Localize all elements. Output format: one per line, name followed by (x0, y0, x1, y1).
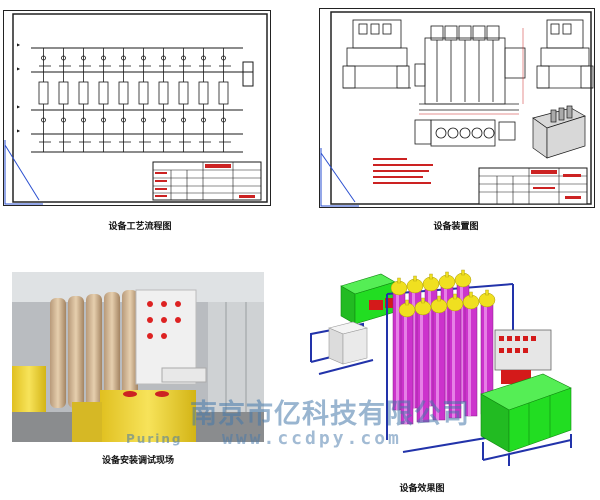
rendering-left-tank (340, 273, 396, 325)
process-flow-title-block (152, 161, 262, 201)
svg-text:▶: ▶ (17, 66, 21, 71)
process-flow-column-unit (218, 48, 231, 152)
process-flow-column-unit (198, 48, 211, 152)
svg-text:▶: ▶ (17, 42, 21, 47)
layout-side-view-left (342, 19, 411, 89)
caption-layout: 设备装置图 (433, 222, 479, 232)
layout-iso-view (532, 105, 586, 159)
layout-title-block (478, 167, 588, 205)
rendering-scene (303, 244, 597, 470)
process-flow-column-unit (118, 48, 131, 152)
rendering-right-tanks (480, 373, 572, 453)
process-flow-drawing: ▶ ▶ ▶ ▶ (3, 10, 271, 206)
rendering-column (462, 291, 480, 417)
process-flow-column-unit (178, 48, 191, 152)
watermark-url: www.ccdpy.com (222, 428, 402, 449)
process-flow-cad-sheet: ▶ ▶ ▶ ▶ (3, 10, 271, 206)
rendering-column (478, 289, 496, 415)
installation-photo (12, 272, 264, 442)
watermark-logo-text: Puring (126, 432, 183, 446)
process-flow-columns (38, 48, 231, 152)
rendering-column (446, 293, 464, 419)
svg-text:▶: ▶ (17, 128, 21, 133)
process-flow-column-unit (158, 48, 171, 152)
process-flow-column-unit (58, 48, 71, 152)
layout-cad-sheet (319, 8, 595, 208)
rendering-control-panel (494, 329, 552, 384)
rendering-white-cabinet (328, 321, 368, 365)
process-flow-column-unit (78, 48, 91, 152)
svg-text:▶: ▶ (17, 104, 21, 109)
layout-drawing (319, 8, 595, 208)
rendering-column (430, 295, 448, 421)
watermark-company-name: 南京市亿科技有限公司 (190, 399, 470, 430)
layout-notes (373, 158, 433, 184)
caption-installation: 设备安装调试现场 (101, 456, 174, 466)
rendering-columns (390, 269, 496, 425)
layout-plan-view (414, 119, 516, 147)
rendering-column (414, 297, 432, 423)
installation-yellow-tanks (100, 390, 196, 442)
caption-process-flow: 设备工艺流程图 (108, 222, 172, 232)
layout-side-view-right (536, 19, 594, 89)
layout-front-view (414, 25, 526, 111)
process-flow-column-unit (38, 48, 51, 152)
process-flow-column-unit (138, 48, 151, 152)
process-flow-column-unit (98, 48, 111, 152)
installation-columns (50, 290, 138, 408)
caption-rendering: 设备效果图 (399, 484, 445, 494)
rendering-column (398, 299, 416, 425)
installation-scene (12, 272, 264, 442)
rendering-image (303, 244, 597, 470)
